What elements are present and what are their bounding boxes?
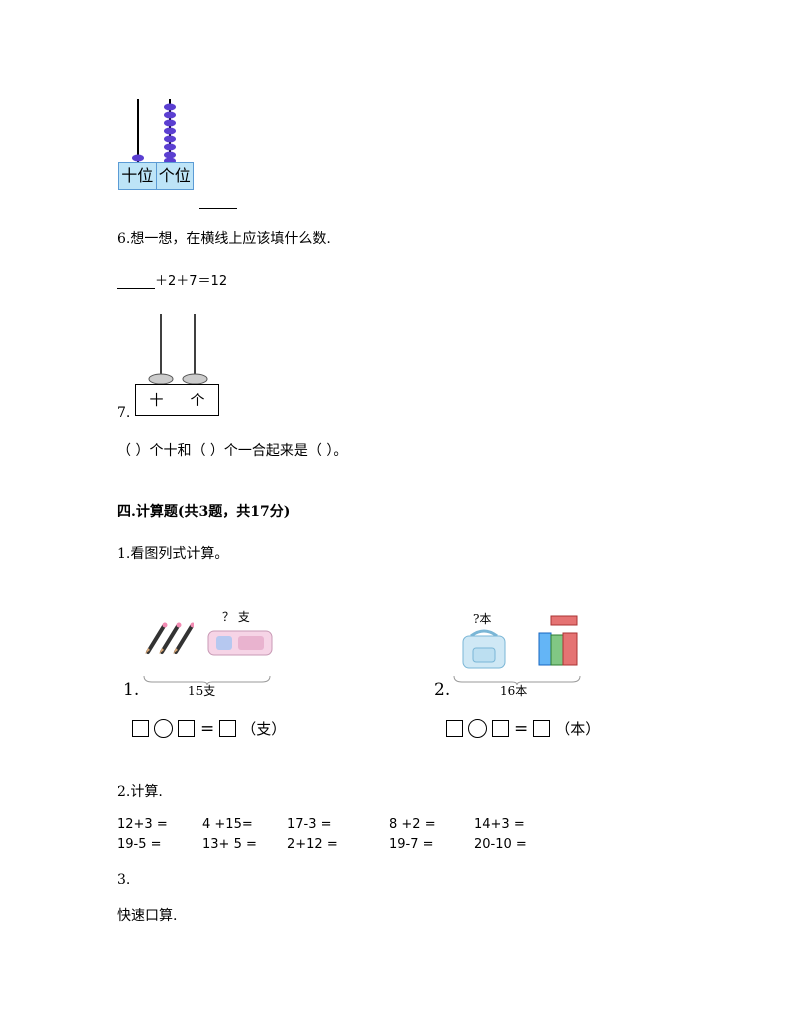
answer-box[interactable] xyxy=(492,720,509,737)
pencil-case-image xyxy=(206,627,274,663)
calc-item: 13+ 5 = xyxy=(202,837,257,852)
calc-item: 2+12 = xyxy=(287,837,338,852)
brace-icon xyxy=(143,675,271,686)
calc-item: 12+3 = xyxy=(117,817,168,832)
pencils-icon xyxy=(145,622,196,654)
abacus-figure-1: 十位 个位 xyxy=(118,96,198,196)
p1-item1-number: 1. xyxy=(123,680,140,700)
calc-item: 19-7 = xyxy=(389,837,434,852)
section-title: 四.计算题(共3题，共17分) xyxy=(117,504,291,520)
p1-item2-number: 2. xyxy=(434,680,451,700)
operator-circle[interactable] xyxy=(154,719,173,738)
q7-ones-label: 个 xyxy=(190,393,205,409)
p1-text: 1.看图列式计算。 xyxy=(117,546,229,562)
backpack-image xyxy=(459,628,509,674)
answer-blank-5[interactable] xyxy=(199,200,237,209)
p2-text: 2.计算. xyxy=(117,784,163,800)
brace-icon xyxy=(453,675,581,686)
books-image xyxy=(537,613,583,671)
p1-item2-question: ?本 xyxy=(473,612,492,626)
answer-box[interactable] xyxy=(132,720,149,737)
equals-sign: = xyxy=(514,718,529,739)
abacus-base-1: 十位 个位 xyxy=(118,162,194,190)
answer-box[interactable] xyxy=(178,720,195,737)
q6-equation-line: ＋2＋7＝12 xyxy=(117,270,227,289)
p3-number: 3. xyxy=(117,872,131,888)
p1-item1-equation: = （支） xyxy=(132,718,286,739)
answer-box[interactable] xyxy=(446,720,463,737)
p1-item1-question: ？ 支 xyxy=(222,610,250,624)
unit-label: （本） xyxy=(555,720,601,738)
q6-text: 6.想一想，在横线上应该填什么数. xyxy=(117,231,331,247)
calc-item: 19-5 = xyxy=(117,837,162,852)
calc-item: 4 +15= xyxy=(202,817,253,832)
answer-box[interactable] xyxy=(219,720,237,737)
operator-circle[interactable] xyxy=(468,719,487,738)
calc-item: 17-3 = xyxy=(287,817,332,832)
pencil-case-icon xyxy=(207,630,273,656)
answer-box[interactable] xyxy=(533,720,551,737)
books-icon xyxy=(538,615,578,666)
pencils-image xyxy=(142,620,196,660)
tens-label: 十位 xyxy=(118,162,157,190)
p1-item1-total: 15支 xyxy=(188,684,216,698)
p3-text: 快速口算. xyxy=(117,908,178,924)
q6-equation: ＋2＋7＝12 xyxy=(155,274,228,289)
p1-item2-equation: = （本） xyxy=(446,718,600,739)
calc-item: 20-10 = xyxy=(474,837,527,852)
equals-sign: = xyxy=(200,718,215,739)
calc-item: 14+3 = xyxy=(474,817,525,832)
p1-item1-brace xyxy=(142,671,272,690)
q6-answer-blank[interactable] xyxy=(117,274,155,289)
unit-label: （支） xyxy=(241,720,287,738)
abacus-base-2: 十 个 xyxy=(135,384,219,416)
calc-item: 8 +2 = xyxy=(389,817,436,832)
q7-tens-label: 十 xyxy=(149,393,164,409)
abacus-figure-2: 十 个 xyxy=(135,312,225,416)
ones-label: 个位 xyxy=(156,162,194,190)
p1-item2-total: 16本 xyxy=(500,684,528,698)
q7-sentence: （ ）个十和（ ）个一合起来是（ ）。 xyxy=(117,443,348,459)
p1-item2-brace xyxy=(452,671,582,690)
backpack-icon xyxy=(462,629,506,669)
q7-number: 7. xyxy=(117,405,131,421)
